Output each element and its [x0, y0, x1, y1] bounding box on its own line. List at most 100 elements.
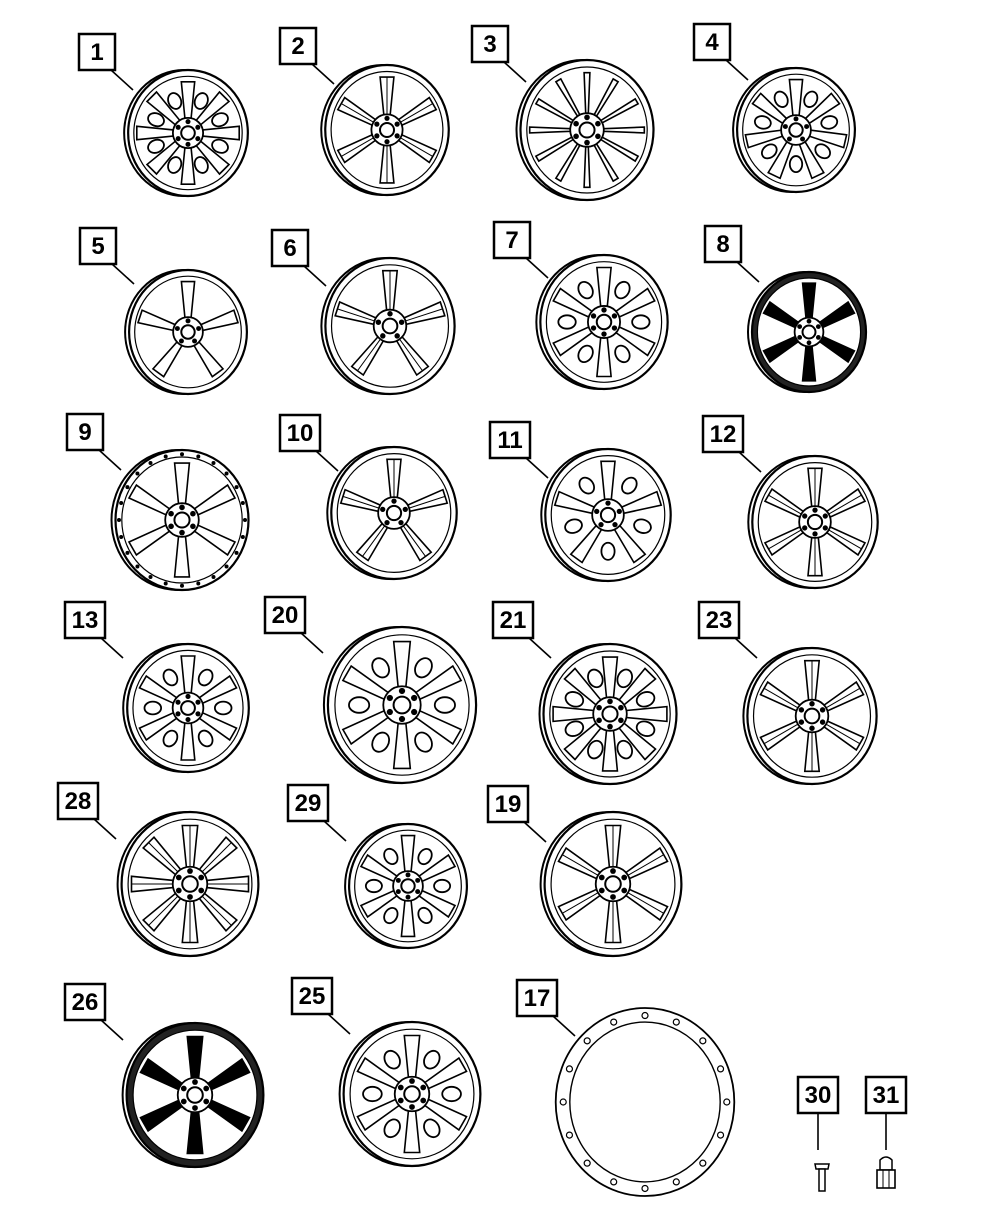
lug-hole-20: [386, 708, 393, 716]
spoke-split-2: [340, 137, 374, 158]
lug-hole-9: [168, 510, 174, 517]
callout-label-29: 29: [295, 790, 322, 817]
lug-hole-13: [175, 711, 181, 717]
callout-box-25: [290, 976, 334, 1016]
callout-label-6: 6: [283, 235, 296, 262]
lug-hole-7: [601, 331, 607, 337]
lug-hole-11: [616, 508, 622, 514]
lug-hole-21: [607, 698, 613, 705]
lug-hole-9: [190, 523, 196, 530]
leader-line-28: [93, 818, 117, 840]
beadlock-bolt-9: [243, 518, 247, 522]
callout-label-13: 13: [72, 607, 99, 634]
callout-box-9: [65, 412, 105, 452]
spoke-window-20: [371, 731, 391, 753]
lug-hole-20: [411, 694, 418, 702]
beadlock-bolt-9: [240, 500, 245, 505]
part-wheel-1: [77, 32, 249, 198]
spoke-window-1: [167, 92, 183, 110]
spoke-split-19: [627, 892, 665, 914]
callout-box-17: [515, 978, 559, 1018]
lug-hole-1: [175, 136, 181, 142]
beadlock-bolt-9: [148, 461, 153, 466]
spoke-window-13: [143, 700, 163, 716]
spoke-window-7: [577, 344, 594, 364]
lug-hole-7: [611, 313, 618, 319]
leader-line-2: [311, 63, 335, 85]
part-wheel-3: [470, 24, 655, 202]
lug-hole-12: [812, 531, 818, 537]
center-bore-28: [181, 875, 199, 893]
center-bore-25: [403, 1085, 421, 1103]
lug-hole-21: [596, 717, 602, 724]
spoke-window-29: [417, 847, 433, 866]
lug-hole-2: [394, 133, 400, 139]
center-bore-26: [186, 1086, 204, 1104]
center-bore-5: [180, 324, 196, 340]
spoke-window-4: [788, 155, 804, 174]
callout-box-26: [63, 982, 107, 1022]
lug-hole-6: [394, 333, 400, 339]
spoke-window-11: [600, 541, 616, 561]
spoke-3: [528, 126, 572, 134]
spoke-window-20: [348, 696, 371, 714]
part-wheel-23: [697, 600, 878, 786]
lug-hole-26: [203, 1085, 210, 1092]
lug-hole-9: [179, 529, 185, 536]
lug-hole-10: [398, 519, 404, 526]
part-lug-nut-31: [864, 1075, 908, 1189]
lug-hole-2: [374, 133, 380, 139]
lug-hole-6: [387, 311, 393, 317]
spoke-window-25: [383, 1118, 401, 1139]
lug-hole-29: [405, 872, 411, 878]
spoke-window-4: [814, 143, 831, 160]
part-wheel-21: [491, 600, 678, 786]
lug-hole-3: [595, 120, 601, 127]
spoke-window-7: [614, 280, 631, 300]
callout-box-7: [492, 220, 532, 260]
part-wheel-19: [486, 784, 683, 958]
spoke-window-1: [193, 156, 209, 174]
lug-hole-12: [812, 507, 818, 513]
spoke-split-2: [400, 102, 434, 123]
leader-line-23: [734, 637, 758, 659]
spoke-split-23: [763, 723, 799, 745]
lug-hole-13: [185, 716, 191, 723]
lug-hole-13: [195, 711, 201, 717]
spoke-split-19: [561, 892, 599, 914]
lug-hole-12: [802, 525, 808, 531]
lug-hole-13: [175, 699, 181, 705]
spoke-window-25: [362, 1085, 383, 1103]
callout-label-9: 9: [78, 419, 91, 446]
part-beadlock-ring-17: [515, 978, 736, 1197]
lug-hole-5: [178, 338, 184, 344]
center-bore-9: [173, 511, 191, 529]
spoke-window-29: [417, 906, 433, 925]
lug-hole-8: [797, 335, 803, 340]
spoke-split-19: [627, 854, 665, 876]
part-wheel-9: [65, 412, 250, 592]
callout-label-5: 5: [91, 233, 104, 260]
spoke-window-25: [423, 1049, 441, 1070]
part-wheel-2: [278, 26, 450, 197]
center-bore-29: [400, 878, 416, 894]
lug-hole-12: [822, 513, 828, 519]
spoke-split-10: [408, 495, 446, 509]
ring-bolt-17: [610, 1018, 618, 1026]
lug-hole-28: [175, 887, 182, 894]
spoke-window-21: [564, 691, 585, 708]
spoke-window-4: [753, 115, 772, 130]
lug-hole-7: [611, 325, 618, 331]
leader-line-10: [315, 450, 339, 472]
callout-label-2: 2: [291, 33, 304, 60]
lug-hole-26: [192, 1105, 198, 1111]
lug-hole-21: [618, 704, 624, 711]
beadlock-bolt-9: [240, 535, 245, 540]
part-wheel-26: [63, 982, 265, 1169]
spoke-window-7: [577, 280, 594, 300]
lug-hole-4: [804, 124, 810, 130]
lug-hole-10: [380, 506, 386, 512]
lug-hole-26: [203, 1098, 210, 1105]
callout-label-23: 23: [706, 607, 733, 634]
ring-inner-17: [569, 1021, 721, 1183]
